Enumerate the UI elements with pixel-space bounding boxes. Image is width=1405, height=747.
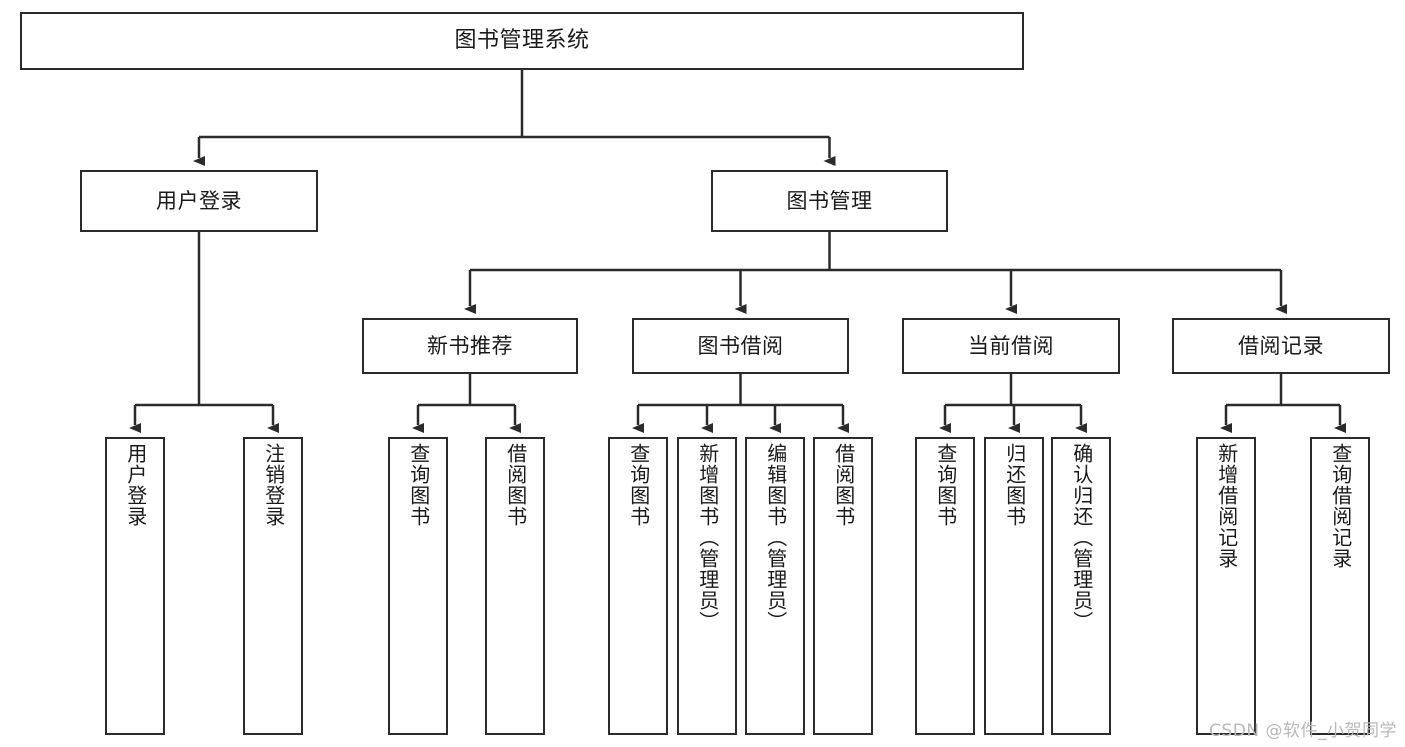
node-leaf-12[interactable]: 新增借阅记录 [1196,437,1256,735]
node-leaf-4[interactable]: 借阅图书 [485,437,545,735]
node-leaf-2[interactable]: 注销登录 [243,437,303,735]
node-label: 借阅记录 [1238,333,1324,358]
node-book-mgmt[interactable]: 图书管理 [711,170,948,232]
node-label: 查询图书 [933,443,958,527]
node-label: 新增图书（管理员） [695,443,720,632]
node-label: 图书借阅 [697,333,784,358]
node-label: 编辑图书（管理员） [763,443,788,632]
node-new-rec[interactable]: 新书推荐 [362,318,578,374]
node-leaf-8[interactable]: 借阅图书 [813,437,873,735]
node-label: 确认归还（管理员） [1069,443,1094,632]
node-leaf-13[interactable]: 查询借阅记录 [1310,437,1370,735]
node-label: 用户登录 [156,188,242,213]
node-label: 查询图书 [406,443,431,527]
node-label: 查询图书 [626,443,651,527]
node-label: 借阅图书 [503,443,528,527]
node-borrow[interactable]: 图书借阅 [632,318,849,374]
node-label: 查询借阅记录 [1328,443,1353,569]
node-label: 新书推荐 [427,333,513,358]
node-label: 注销登录 [261,443,286,527]
node-leaf-5[interactable]: 查询图书 [608,437,668,735]
node-label: 新增借阅记录 [1214,443,1239,569]
node-user-login[interactable]: 用户登录 [80,170,318,232]
node-current[interactable]: 当前借阅 [902,318,1120,374]
node-label: 图书管理 [786,188,873,213]
node-leaf-1[interactable]: 用户登录 [105,437,165,735]
node-leaf-9[interactable]: 查询图书 [915,437,975,735]
node-root[interactable]: 图书管理系统 [20,12,1024,70]
node-leaf-11[interactable]: 确认归还（管理员） [1051,437,1111,735]
node-leaf-3[interactable]: 查询图书 [388,437,448,735]
node-label: 当前借阅 [968,333,1054,358]
node-records[interactable]: 借阅记录 [1172,318,1390,374]
node-leaf-7[interactable]: 编辑图书（管理员） [745,437,805,735]
node-label: 用户登录 [123,443,148,527]
node-label: 借阅图书 [831,443,856,527]
node-leaf-6[interactable]: 新增图书（管理员） [677,437,737,735]
node-label: 图书管理系统 [454,28,590,54]
node-label: 归还图书 [1002,443,1027,527]
node-leaf-10[interactable]: 归还图书 [984,437,1044,735]
